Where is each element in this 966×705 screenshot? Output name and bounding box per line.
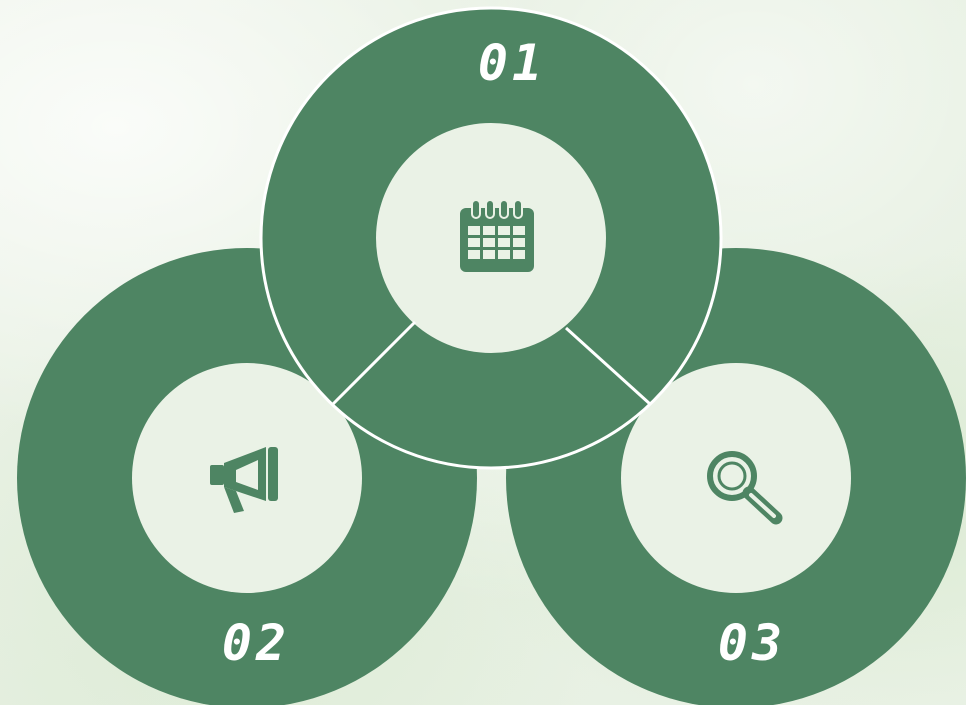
ring-inner-03 — [621, 363, 851, 593]
separator-left — [331, 320, 417, 406]
step-number-02: 02 — [222, 614, 290, 672]
separator-right — [564, 326, 652, 406]
step-number-01: 01 — [478, 34, 546, 92]
magnifier-icon — [707, 451, 783, 525]
megaphone-icon — [210, 447, 278, 513]
step-number-03: 03 — [718, 614, 786, 672]
calendar-icon — [460, 199, 534, 272]
